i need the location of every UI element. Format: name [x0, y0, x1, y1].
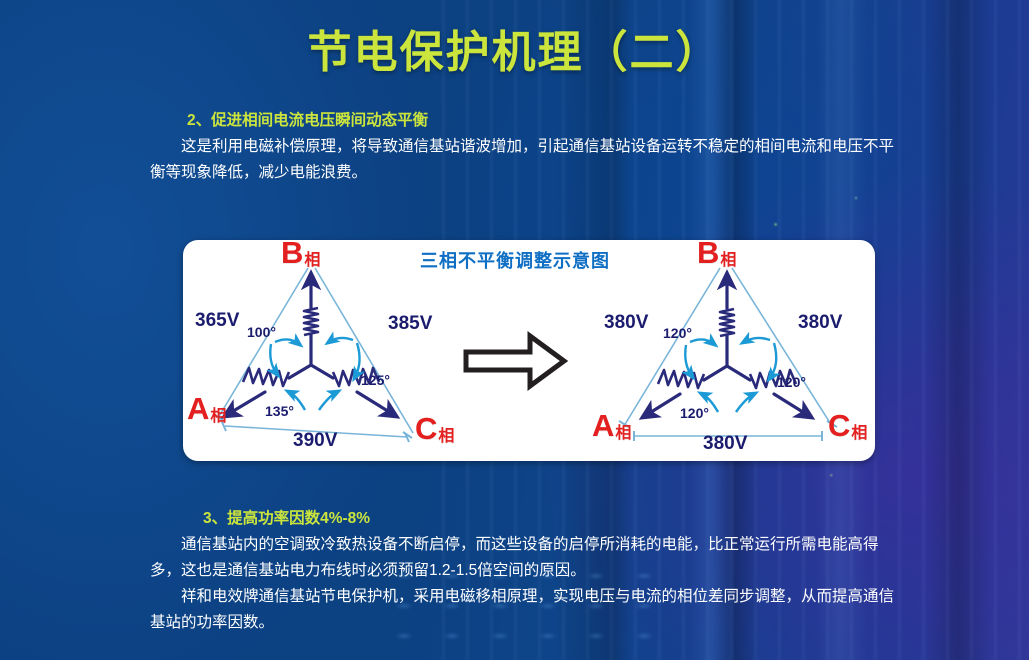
phase-label-c: C相 [828, 408, 868, 443]
phase-label-c: C相 [415, 411, 455, 446]
phase-label-b: B相 [697, 235, 737, 270]
triangle-outline [212, 267, 414, 443]
transition-arrow-icon [463, 331, 569, 391]
balanced-phase-diagram: B相 A相 C相 380V 380V 380V 120° 120° 120° [580, 235, 875, 461]
triangle-outline [618, 267, 838, 441]
section-2-paragraph: 这是利用电磁补偿原理，将导致通信基站谐波增加，引起通信基站设备运转不稳定的相间电… [150, 138, 895, 181]
angle-arc-bc [324, 331, 366, 383]
voltage-label-ac: 380V [703, 433, 748, 454]
phase-vectors [638, 269, 816, 420]
section-3-paragraph-1: 通信基站内的空调致冷致热设备不断启停，而这些设备的启停所消耗的电能，比正常运行所… [150, 536, 879, 579]
coil-a [656, 368, 706, 390]
phase-label-b: B相 [281, 235, 321, 270]
section-3-heading: 3、提高功率因数4%-8% [203, 510, 371, 527]
coil-b [718, 307, 736, 338]
section-3-paragraph-2: 祥和电效牌通信基站节电保护机，采用电磁移相原理，实现电压与电流的相位差同步调整，… [150, 588, 895, 631]
angle-arc-ab [681, 333, 719, 381]
voltage-label-bc: 380V [798, 312, 843, 333]
angle-arc-bc [739, 331, 781, 383]
section-2: 2、促进相间电流电压瞬间动态平衡 这是利用电磁补偿原理，将导致通信基站谐波增加，… [150, 108, 894, 186]
unbalanced-phase-diagram: B相 A相 C相 365V 385V 390V 100° 125° 135° [183, 235, 483, 461]
angle-label-bc: 120° [777, 374, 806, 390]
angle-label-ab: 120° [663, 325, 692, 341]
angle-arc-ac [696, 391, 760, 413]
angle-arc-ac [283, 389, 343, 411]
unbalanced-diagram-svg [212, 267, 414, 443]
voltage-label-ab: 365V [195, 310, 240, 331]
background-vent-pattern [390, 564, 720, 660]
phase-label-a: A相 [187, 391, 227, 426]
voltage-label-ab: 380V [604, 312, 649, 333]
phase-label-a: A相 [592, 408, 632, 443]
section-2-heading: 2、促进相间电流电压瞬间动态平衡 [187, 112, 429, 129]
voltage-label-ac: 390V [293, 430, 338, 451]
balanced-diagram-svg [618, 267, 838, 441]
slide-title: 节电保护机理（二） [307, 28, 722, 77]
section-3: 3、提高功率因数4%-8% 通信基站内的空调致冷致热设备不断启停，而这些设备的启… [150, 506, 894, 636]
voltage-label-bc: 385V [388, 313, 433, 334]
coil-b [302, 306, 320, 337]
angle-label-ab: 100° [247, 324, 276, 340]
angle-arc-ab [266, 333, 304, 379]
angle-label-ac: 120° [680, 405, 709, 421]
angle-label-ac: 135° [265, 403, 294, 419]
angle-label-bc: 125° [361, 372, 390, 388]
diagram-title: 三相不平衡调整示意图 [420, 251, 610, 271]
phase-vectors [220, 269, 401, 419]
coil-a [241, 366, 291, 388]
